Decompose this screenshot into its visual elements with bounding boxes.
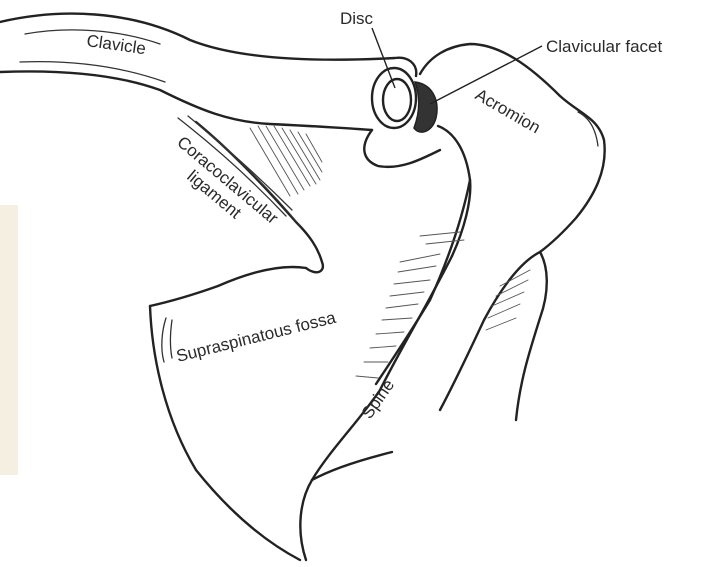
label-clavicle: Clavicle — [85, 31, 147, 58]
label-clavicular-facet: Clavicular facet — [546, 37, 662, 56]
clavicle-bone — [0, 14, 416, 130]
label-acromion: Acromion — [472, 85, 544, 137]
clavicle-end — [372, 68, 416, 128]
ac-joint — [372, 68, 437, 132]
label-disc: Disc — [340, 9, 374, 28]
acromion-bone — [420, 44, 605, 256]
acromion-hatching — [486, 270, 530, 330]
left-edge-tint — [0, 205, 18, 475]
coracoid-hatching — [250, 126, 322, 196]
clavicular-facet-shading — [414, 82, 437, 132]
label-spine: Spine — [358, 376, 399, 423]
disc-shape — [383, 79, 411, 121]
label-supraspinatous-fossa: Supraspinatous fossa — [174, 308, 338, 366]
